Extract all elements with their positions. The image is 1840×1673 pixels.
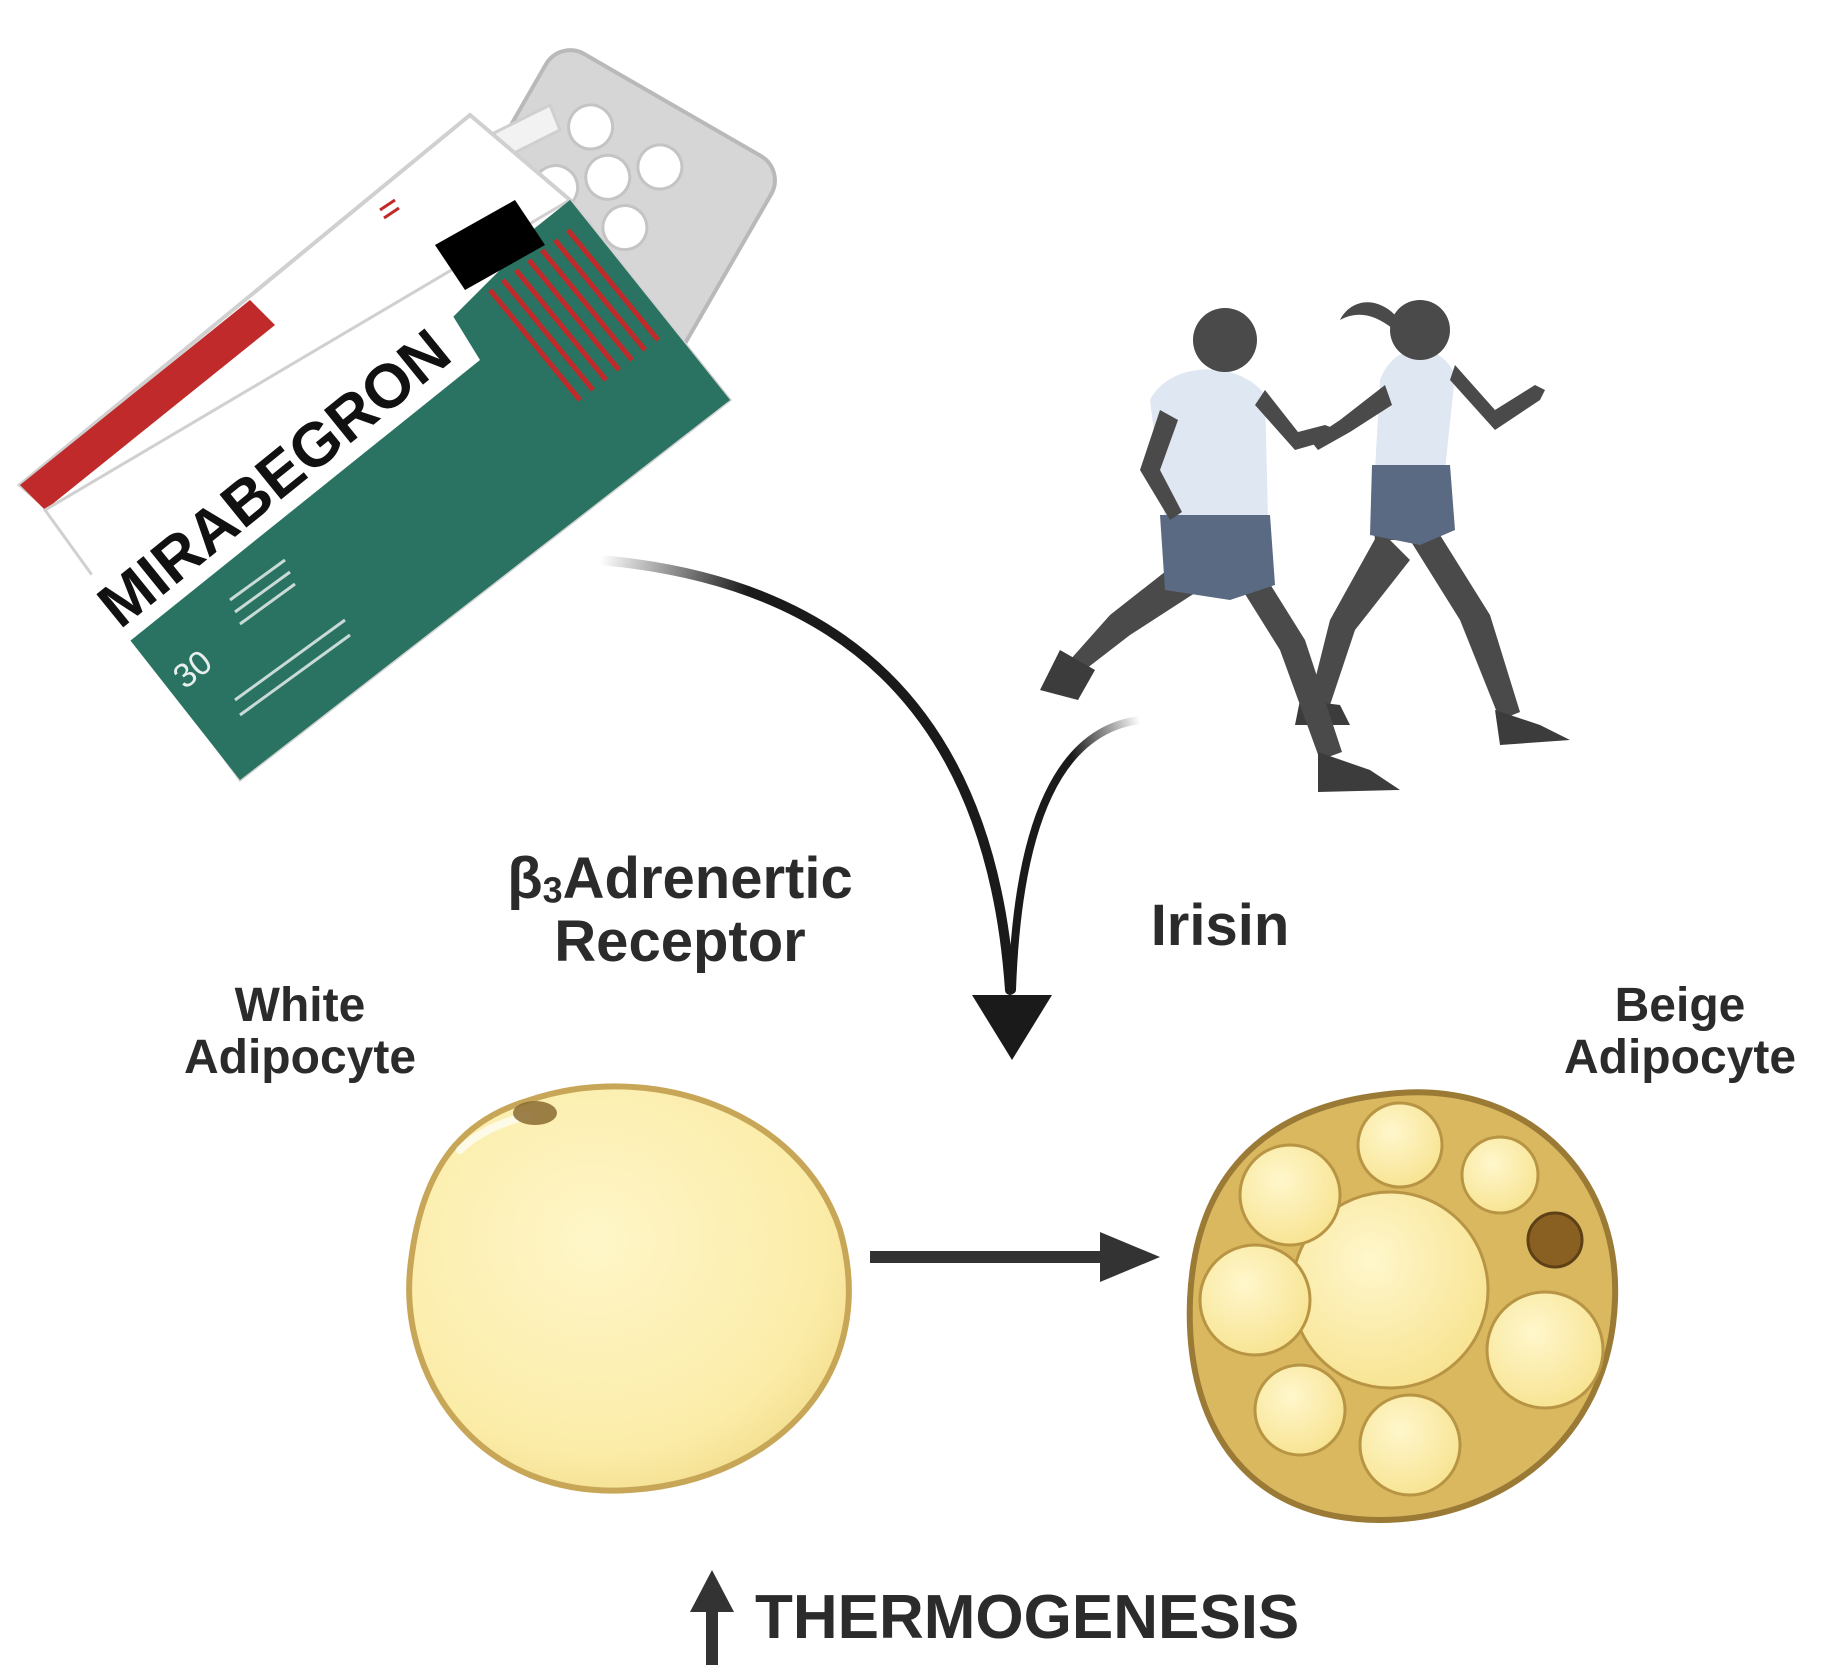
nucleus — [513, 1101, 557, 1125]
mirabegron-pill-box: MIRABEGRON 30 — [16, 48, 777, 783]
receptor-line1-rest: Adrenertic — [562, 846, 853, 911]
white-line2: Adipocyte — [183, 1030, 417, 1084]
receptor-prefix: β — [507, 846, 543, 911]
beige-adipocyte-label: Beige Adipocyte — [1520, 980, 1840, 1084]
beige-line1: Beige — [1614, 979, 1746, 1032]
conversion-arrow — [870, 1232, 1160, 1282]
runner-man — [1040, 308, 1400, 792]
arrowhead-down — [972, 995, 1052, 1060]
receptor-line2: Receptor — [554, 908, 806, 974]
runners-illustration — [1040, 300, 1570, 792]
nucleus — [1526, 1211, 1584, 1269]
thermogenesis-up-arrow — [690, 1570, 734, 1665]
runner-woman — [1295, 300, 1570, 745]
beige-line2: Adipocyte — [1563, 1030, 1797, 1084]
white-adipocyte-label: White Adipocyte — [140, 980, 460, 1084]
beta3-adrenergic-receptor-label: β3Adrenertic Receptor — [420, 846, 940, 974]
red-stripes — [488, 228, 660, 402]
converging-arrow — [595, 555, 1144, 1060]
irisin-label: Irisin — [1150, 893, 1290, 958]
white-line1: White — [234, 979, 366, 1032]
thermogenesis-label: THERMOGENESIS — [755, 1583, 1300, 1652]
white-adipocyte-cell — [406, 1083, 852, 1494]
beige-adipocyte-cell — [1186, 1089, 1619, 1524]
receptor-subscript: 3 — [542, 869, 563, 911]
